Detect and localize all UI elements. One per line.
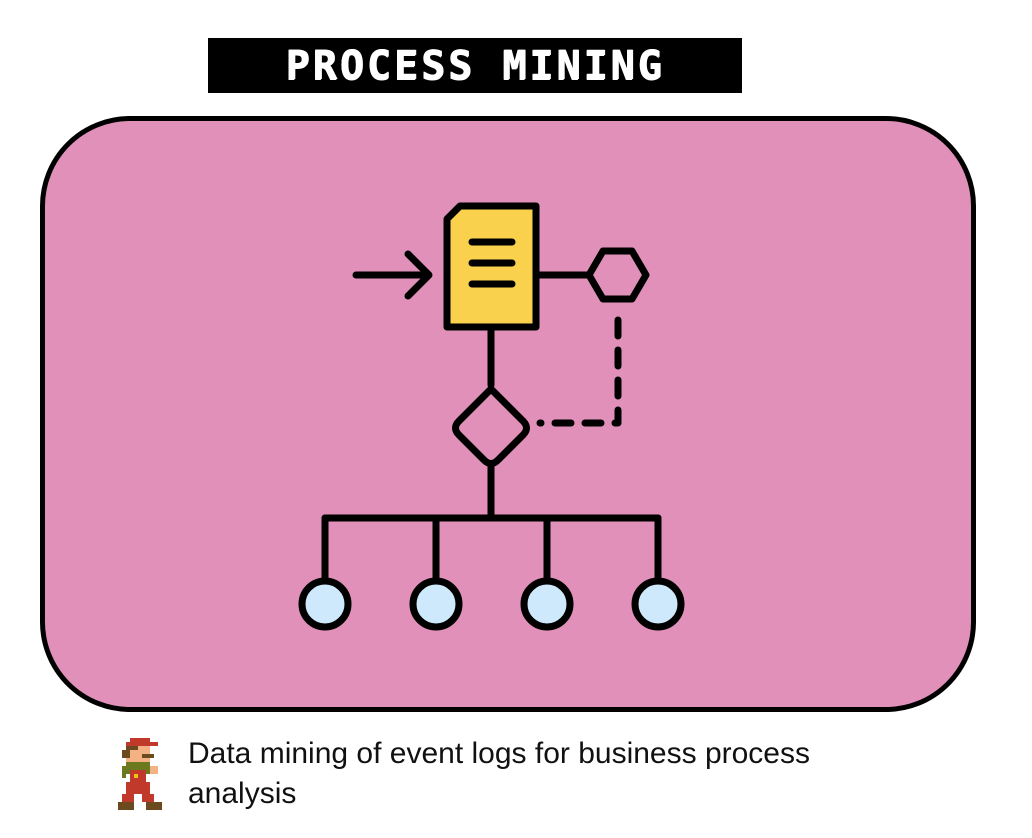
title-banner: PROCESS MINING [208, 38, 742, 93]
document-icon [443, 202, 540, 331]
pixel-plumber-icon [118, 738, 162, 810]
page-title: PROCESS MINING [285, 42, 665, 89]
input-arrow-icon [352, 250, 433, 300]
output-node-icon [298, 577, 352, 631]
caption-row: Data mining of event logs for business p… [118, 734, 838, 824]
hexagon-icon [585, 247, 650, 303]
output-node-icon [409, 577, 463, 631]
caption-text: Data mining of event logs for business p… [188, 737, 810, 810]
decision-diamond-icon [452, 385, 530, 467]
dashed-connector [536, 316, 622, 427]
output-node-icon [631, 577, 685, 631]
output-node-icon [520, 577, 574, 631]
